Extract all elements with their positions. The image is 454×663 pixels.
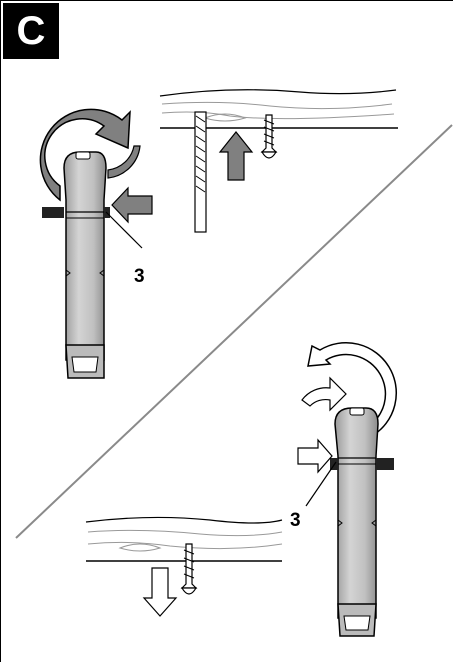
press-arrow-dark-icon — [111, 186, 153, 224]
drill-bit-icon — [194, 111, 207, 233]
callout-label-bottom: 3 — [290, 510, 301, 531]
press-arrow-light-icon — [297, 438, 333, 474]
down-arrow-light-icon — [142, 567, 178, 617]
callout-leader-top — [105, 211, 143, 249]
rotate-arrow-dark-icon — [39, 108, 141, 202]
wood-plank-bottom — [85, 516, 283, 562]
figure-label-badge: C — [3, 3, 59, 59]
callout-leader-bottom — [305, 461, 337, 507]
detector-tool-top — [42, 151, 110, 379]
up-arrow-dark-icon — [218, 131, 254, 181]
detector-tool-bottom — [330, 407, 394, 637]
diagonal-divider — [15, 124, 453, 539]
screw-icon-bottom — [180, 543, 198, 595]
callout-label-top: 3 — [134, 266, 145, 287]
screw-icon-top — [260, 114, 278, 159]
